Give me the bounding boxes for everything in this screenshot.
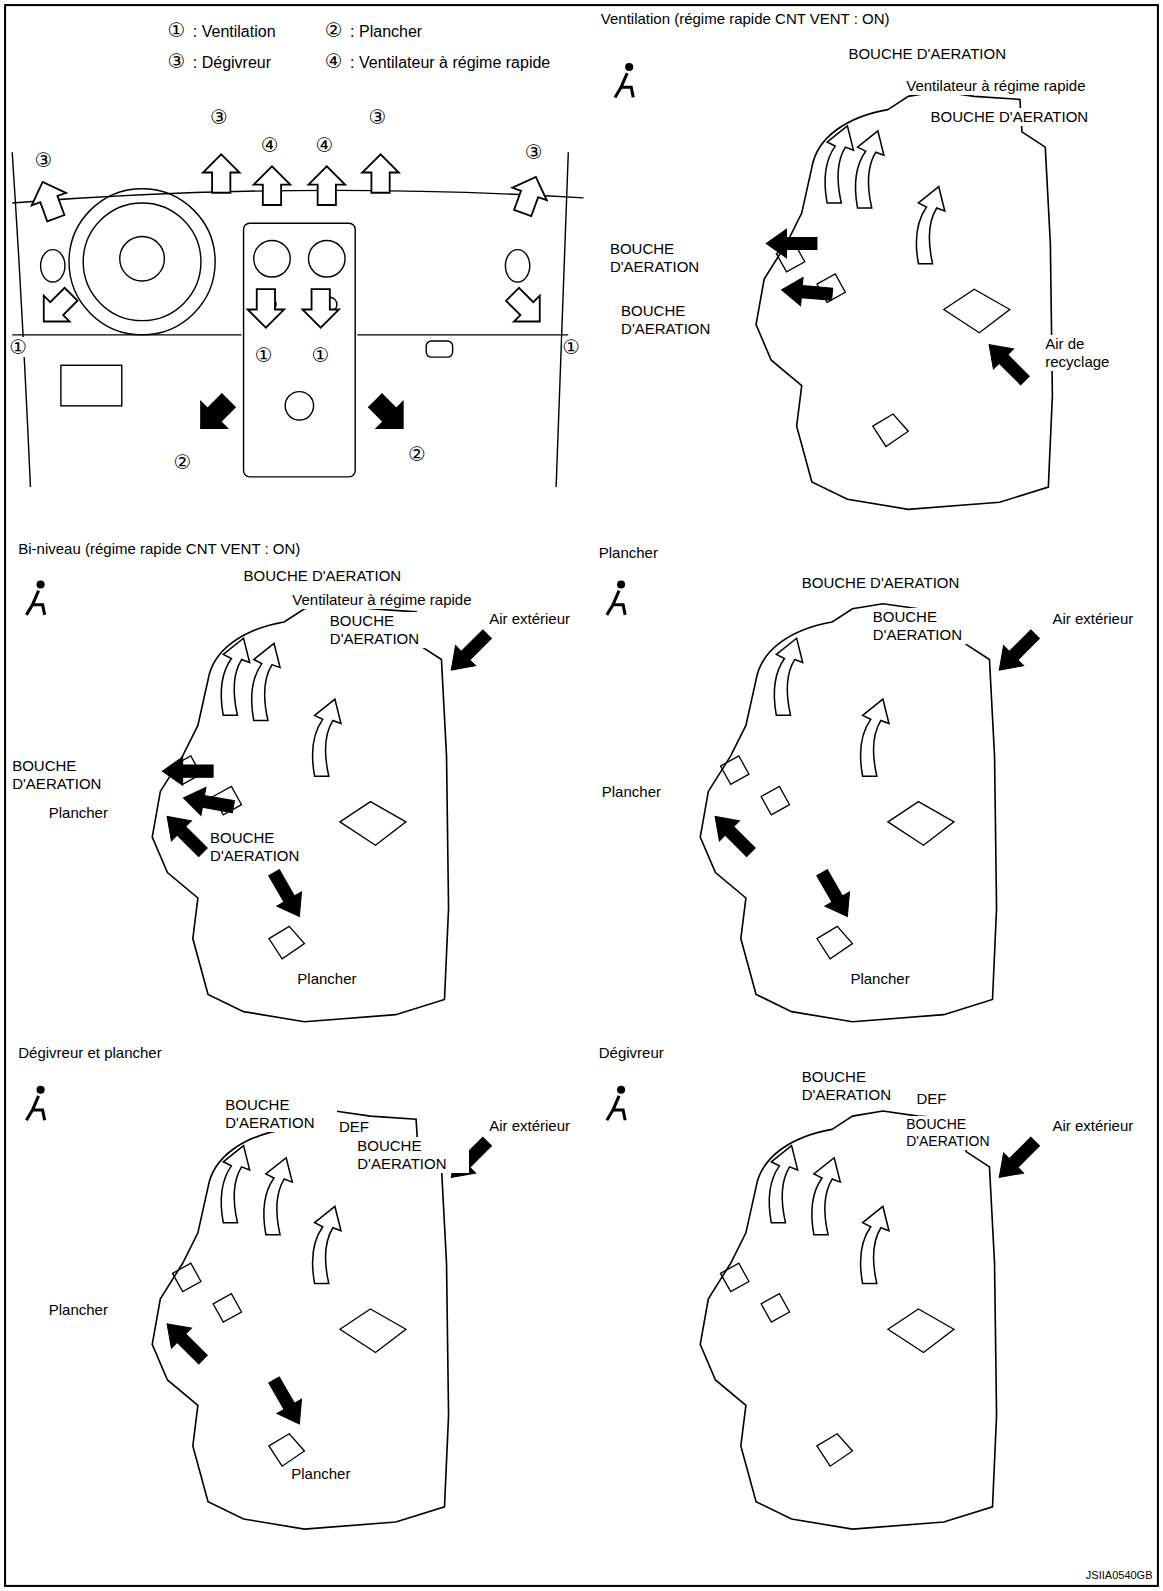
part-label: BOUCHE D'AERATION xyxy=(610,240,722,276)
part-label: Ventilateur à régime rapide xyxy=(292,591,471,609)
part-label: BOUCHE D'AERATION xyxy=(931,108,1089,126)
part-label: BOUCHE D'AERATION xyxy=(210,829,322,865)
part-label: Dégivreur et plancher xyxy=(18,1044,161,1062)
part-label: BOUCHE D'AERATION xyxy=(225,1096,337,1132)
callout-number: ④ xyxy=(325,51,343,71)
part-label: BOUCHE D'AERATION xyxy=(357,1137,469,1173)
part-label: Plancher xyxy=(850,970,909,988)
part-label: Air extérieur xyxy=(489,610,570,628)
callout-number: ③ xyxy=(167,51,185,71)
callout-number: ① xyxy=(562,337,580,357)
callout-number: ③ xyxy=(210,107,228,127)
part-label: : Plancher xyxy=(350,22,422,41)
part-label: DEF xyxy=(339,1118,369,1136)
part-label: Plancher xyxy=(297,970,356,988)
callout-number: ③ xyxy=(525,142,543,162)
callout-number: ① xyxy=(167,20,185,40)
panel-floor xyxy=(700,604,1045,1022)
part-label: BOUCHE D'AERATION xyxy=(621,302,733,338)
part-label: Plancher xyxy=(599,544,658,562)
panel-defrost xyxy=(700,1111,1045,1529)
part-label: BOUCHE D'AERATION xyxy=(802,574,960,592)
part-label: Air de recyclage xyxy=(1045,335,1136,371)
callout-number: ② xyxy=(408,444,426,464)
part-label: BOUCHE D'AERATION xyxy=(873,608,985,644)
callout-number: ② xyxy=(325,20,343,40)
callout-number: ① xyxy=(255,345,273,365)
part-label: Air extérieur xyxy=(489,1117,570,1135)
part-label: BOUCHE D'AERATION xyxy=(330,612,442,648)
mode-icons xyxy=(26,63,633,1120)
part-label: BOUCHE D'AERATION xyxy=(906,1116,1018,1150)
part-label: Air extérieur xyxy=(1052,610,1133,628)
part-label: Plancher xyxy=(49,804,108,822)
part-label: BOUCHE D'AERATION xyxy=(244,567,402,585)
part-label: Ventilation (régime rapide CNT VENT : ON… xyxy=(601,10,890,28)
frame xyxy=(5,5,1158,1586)
callout-number: ④ xyxy=(261,135,279,155)
part-label: : Dégivreur xyxy=(193,53,271,72)
callout-number: ③ xyxy=(368,107,386,127)
part-label: Ventilateur à régime rapide xyxy=(906,77,1085,95)
part-label: Plancher xyxy=(49,1301,108,1319)
callout-number: ④ xyxy=(316,135,334,155)
part-label: BOUCHE D'AERATION xyxy=(12,757,124,793)
part-label: Bi-niveau (régime rapide CNT VENT : ON) xyxy=(18,540,300,558)
part-label: : Ventilateur à régime rapide xyxy=(350,53,550,72)
part-label: : Ventilation xyxy=(193,22,276,41)
callout-number: ① xyxy=(9,337,27,357)
callout-number: ③ xyxy=(35,150,53,170)
part-label: BOUCHE D'AERATION xyxy=(802,1068,914,1104)
part-label: Dégivreur xyxy=(599,1044,664,1062)
part-label: Plancher xyxy=(602,783,661,801)
part-label: BOUCHE D'AERATION xyxy=(848,45,1006,63)
part-label: JSIIA0540GB xyxy=(1086,1569,1153,1582)
panel-defrost-floor xyxy=(152,1111,497,1529)
panel-ventilation xyxy=(756,91,1052,509)
dashboard xyxy=(12,152,583,487)
panel-bilevel xyxy=(152,604,497,1022)
part-label: Plancher xyxy=(291,1465,350,1483)
callout-number: ① xyxy=(312,345,330,365)
callout-number: ② xyxy=(174,452,192,472)
part-label: DEF xyxy=(916,1090,946,1108)
part-label: Air extérieur xyxy=(1052,1117,1133,1135)
dashboard-arrows xyxy=(25,154,553,441)
